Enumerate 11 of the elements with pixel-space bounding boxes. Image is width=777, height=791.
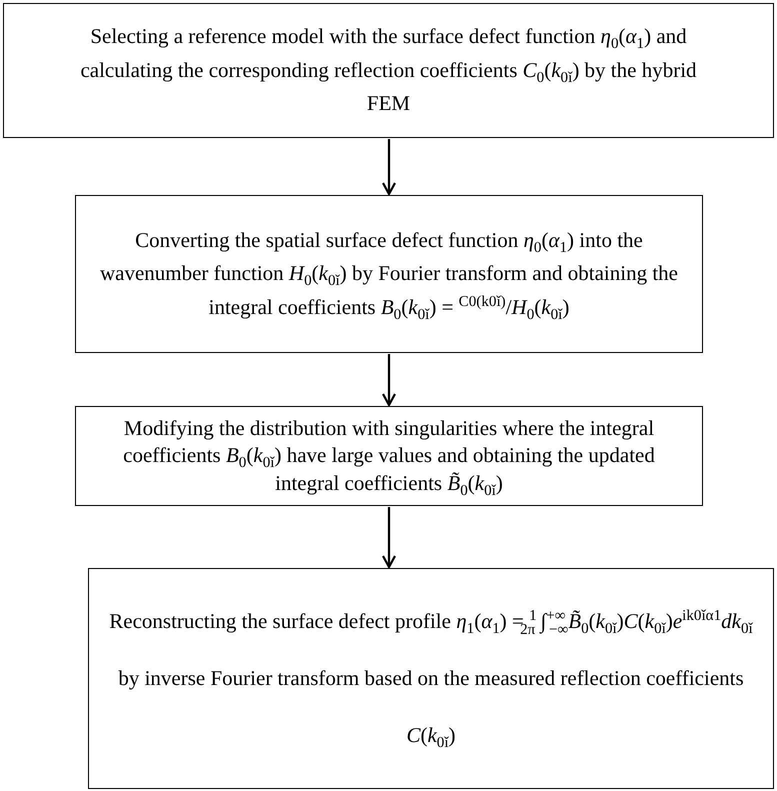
process-box — [75, 406, 703, 506]
arrow — [382, 507, 396, 568]
step-text: Selecting a reference model with the surface defect function η$_{0}$(α$_{1}$) and calculating the corresponding reflection coefficients C$_{0}$(k$_{0ǐ}$) by the hybrid FEM — [79, 23, 698, 118]
step-text: Modifying the distribution with singularities where the integral coefficients B$_{0}$(k$_{0ǐ}$) have large values and obtaining the updated integral coefficients B̃$_{0}$(k$_{0ǐ}$) — [122, 415, 656, 497]
arrow — [382, 354, 396, 406]
process-box — [3, 3, 774, 138]
arrow — [382, 139, 396, 196]
step-text: Converting the spatial surface defect function η$_{0}$(α$_{1}$) into the wavenumber function H$_{0}$(k$_{0ǐ}$) by Fourier transform and obtaining the integral coefficients B$_{0}$(k$_{0ǐ}$) = $^{C0(k0ǐ)}$/H$_{0}$(k$_{0ǐ}$) — [98, 226, 680, 324]
step-text: Reconstructing the surface defect profile η$_{1}$(α$_{1}$) = $^{1}$$_{2π}$ ∫$^{+∞}$$_{−∞}$B̃$_{0}$(k$_{0ǐ}$)C(k$_{0ǐ}$)e$^{ik0ǐα1}$dk$_{0ǐ}$ by inverse Fourier transform based on the measured reflection coefficients C(k$_{0ǐ}$) — [108, 607, 754, 754]
process-box — [88, 568, 774, 789]
process-box — [75, 195, 703, 353]
